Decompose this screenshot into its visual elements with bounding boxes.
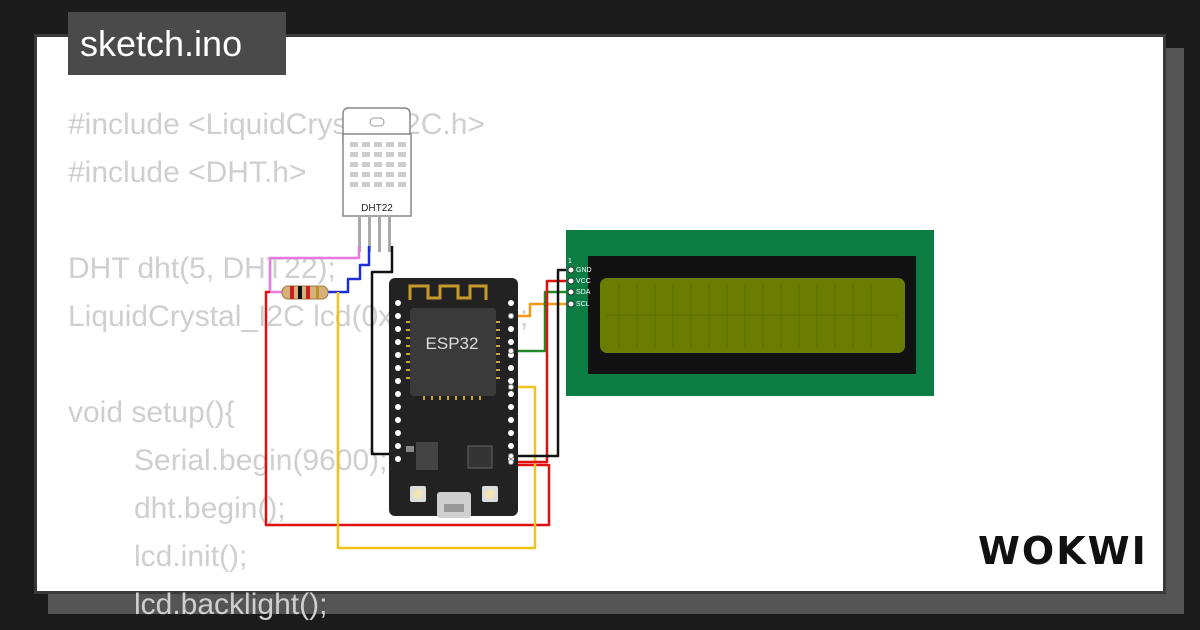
lcd-pin-gnd: GND bbox=[576, 267, 592, 274]
lcd-pin-sda: SDA bbox=[576, 289, 591, 296]
code-line: dht.begin(); bbox=[134, 492, 286, 525]
code-line: #include <DHT.h> bbox=[68, 156, 307, 189]
resistor[interactable] bbox=[281, 285, 329, 300]
code-line: void setup(){ bbox=[68, 396, 235, 429]
lcd-pin-vcc: VCC bbox=[576, 278, 591, 285]
esp32-pins bbox=[395, 300, 514, 462]
wokwi-logo-text: WOKWI bbox=[978, 529, 1148, 572]
wire-yellow bbox=[336, 292, 537, 550]
wire-blue bbox=[327, 246, 371, 294]
code-line: lcd.backlight(); bbox=[134, 588, 328, 621]
wire-green-sda bbox=[514, 290, 568, 353]
lcd-pin-scl: SCL bbox=[576, 301, 590, 308]
esp32-label: ESP32 bbox=[426, 334, 479, 353]
wire-black-dht bbox=[370, 246, 396, 456]
lcd-char-grid bbox=[606, 284, 898, 347]
wire-pink bbox=[268, 246, 361, 294]
esp32-antenna bbox=[408, 284, 488, 300]
sketch-title: sketch.ino bbox=[68, 12, 286, 75]
code-line: #include <LiquidCrystal_I2C.h> bbox=[68, 108, 485, 141]
code-line: lcd.init(); bbox=[134, 540, 248, 573]
wire-red-lcd bbox=[514, 279, 568, 464]
lcd-pin-marker: 1 bbox=[568, 258, 572, 265]
lcd-display[interactable]: 1 GND VCC SDA SCL bbox=[566, 230, 934, 396]
wire-red-power bbox=[264, 290, 551, 527]
code-line: Serial.begin(9600); bbox=[134, 444, 388, 477]
wokwi-logo: WOKWI bbox=[978, 529, 1148, 572]
dht22-sensor[interactable]: DHT22 bbox=[342, 107, 412, 252]
wires bbox=[264, 246, 568, 550]
dht22-grille bbox=[350, 142, 406, 187]
wire-orange-scl bbox=[514, 302, 568, 318]
dht22-label: DHT22 bbox=[361, 203, 393, 214]
wire-black-lcd bbox=[514, 268, 568, 458]
esp32-board[interactable]: ESP32 bbox=[389, 278, 518, 518]
